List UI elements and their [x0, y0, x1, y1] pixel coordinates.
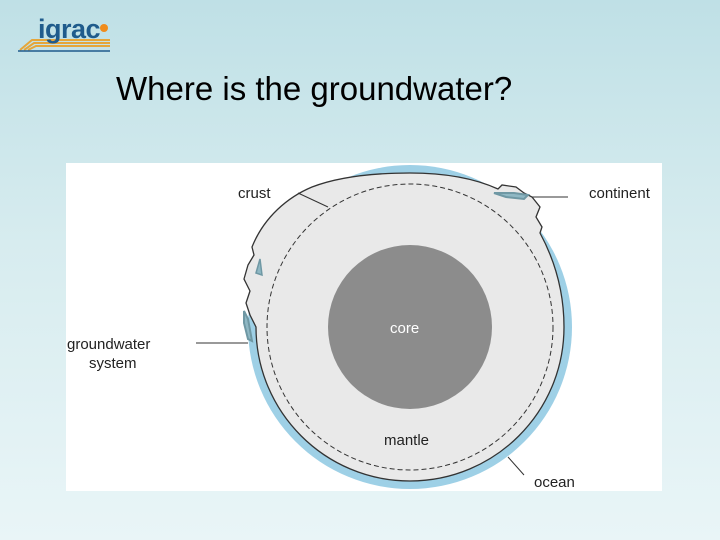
core-circle	[328, 245, 492, 409]
ocean-leader-line	[507, 456, 525, 476]
mantle-label: mantle	[384, 432, 429, 449]
logo-stripes-icon	[18, 39, 110, 52]
groundwater-patch	[493, 192, 531, 201]
core-label: core	[390, 320, 419, 337]
crust-boundary-line	[266, 183, 554, 471]
groundwater-patch	[255, 258, 263, 277]
logo-dot-icon	[100, 24, 108, 32]
slide-title: Where is the groundwater?	[116, 70, 513, 107]
groundwater-label-line1: groundwater	[67, 336, 150, 353]
igrac-logo: igrac	[18, 10, 118, 52]
earth-diagram: crust continent groundwater system core …	[67, 165, 651, 491]
groundwater-label-line2: system	[89, 355, 137, 372]
groundwater-patch	[243, 310, 254, 343]
crust-label: crust	[238, 185, 271, 202]
crust-leader-line	[297, 192, 329, 208]
earth-cross-section-figure: crust continent groundwater system core …	[66, 163, 662, 491]
ocean-label: ocean	[534, 474, 575, 491]
logo-text: igrac	[38, 14, 101, 44]
continent-label: continent	[589, 185, 651, 202]
